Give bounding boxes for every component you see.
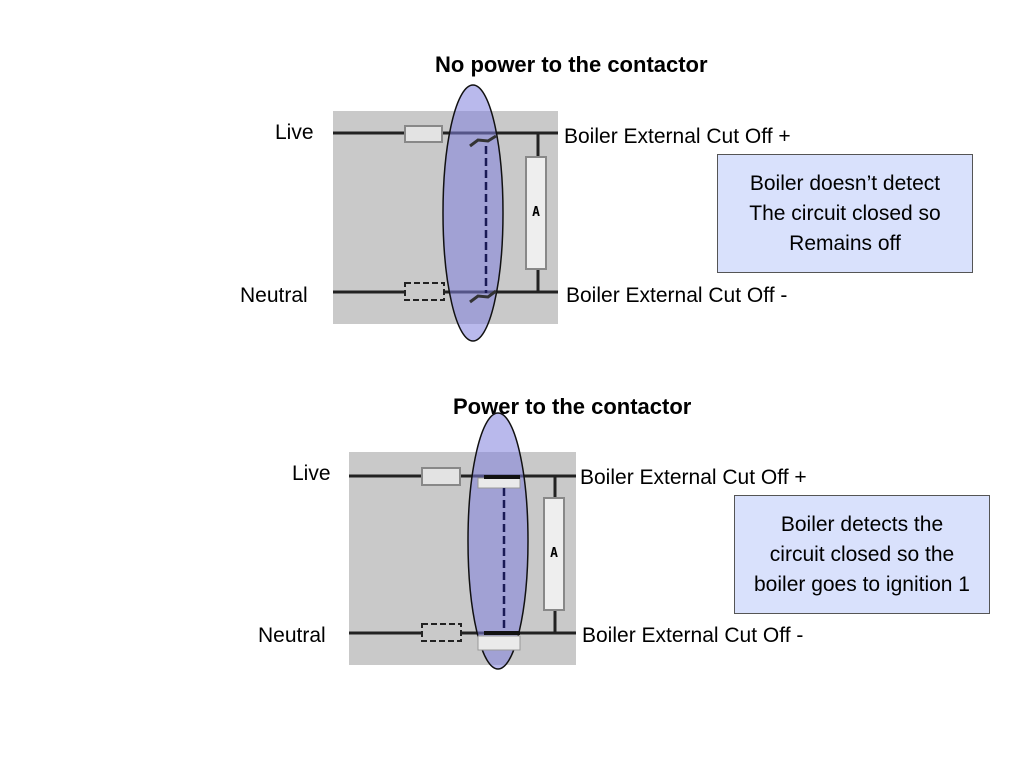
bottom-contactor-ellipse [467, 412, 529, 670]
top-neutral-label: Neutral [240, 284, 308, 307]
bottom-circuit-board [349, 452, 576, 665]
top-callout: Boiler doesn’t detect The circuit closed… [717, 154, 973, 273]
bottom-cutoff-plus-label: Boiler External Cut Off + [580, 466, 807, 489]
bottom-circuit: A [349, 412, 576, 670]
top-callout-line-1: Boiler doesn’t detect [749, 172, 941, 195]
bottom-lower-contact [477, 635, 521, 651]
top-cutoff-minus-label: Boiler External Cut Off - [566, 284, 788, 307]
top-callout-line-2: The circuit closed so [749, 202, 941, 225]
bottom-relay [543, 497, 565, 611]
top-relay-letter: A [532, 205, 540, 220]
bottom-cutoff-minus-label: Boiler External Cut Off - [582, 624, 804, 647]
bottom-live-label: Live [292, 462, 331, 485]
bottom-neutral-label: Neutral [258, 624, 326, 647]
top-callout-line-3: Remains off [789, 232, 901, 255]
top-contactor-ellipse [442, 84, 504, 342]
top-cutoff-plus-label: Boiler External Cut Off + [564, 125, 791, 148]
top-circuit: A [333, 84, 558, 342]
bottom-callout-line-3: boiler goes to ignition 1 [754, 573, 970, 596]
bottom-callout: Boiler detects the circuit closed so the… [734, 495, 990, 614]
bottom-relay-letter: A [550, 546, 558, 561]
top-relay [525, 156, 547, 270]
top-live-label: Live [275, 121, 314, 144]
top-lower-contact [469, 289, 497, 304]
bottom-callout-line-2: circuit closed so the [769, 543, 955, 566]
top-diagram-title: No power to the contactor [435, 52, 708, 77]
top-upper-contact [469, 134, 497, 148]
bottom-callout-line-1: Boiler detects the [780, 513, 944, 536]
top-live-fuse [404, 125, 443, 143]
bottom-upper-contact [477, 477, 521, 489]
bottom-neutral-fuse [421, 623, 462, 642]
bottom-live-fuse [421, 467, 461, 486]
top-neutral-fuse [404, 282, 445, 301]
